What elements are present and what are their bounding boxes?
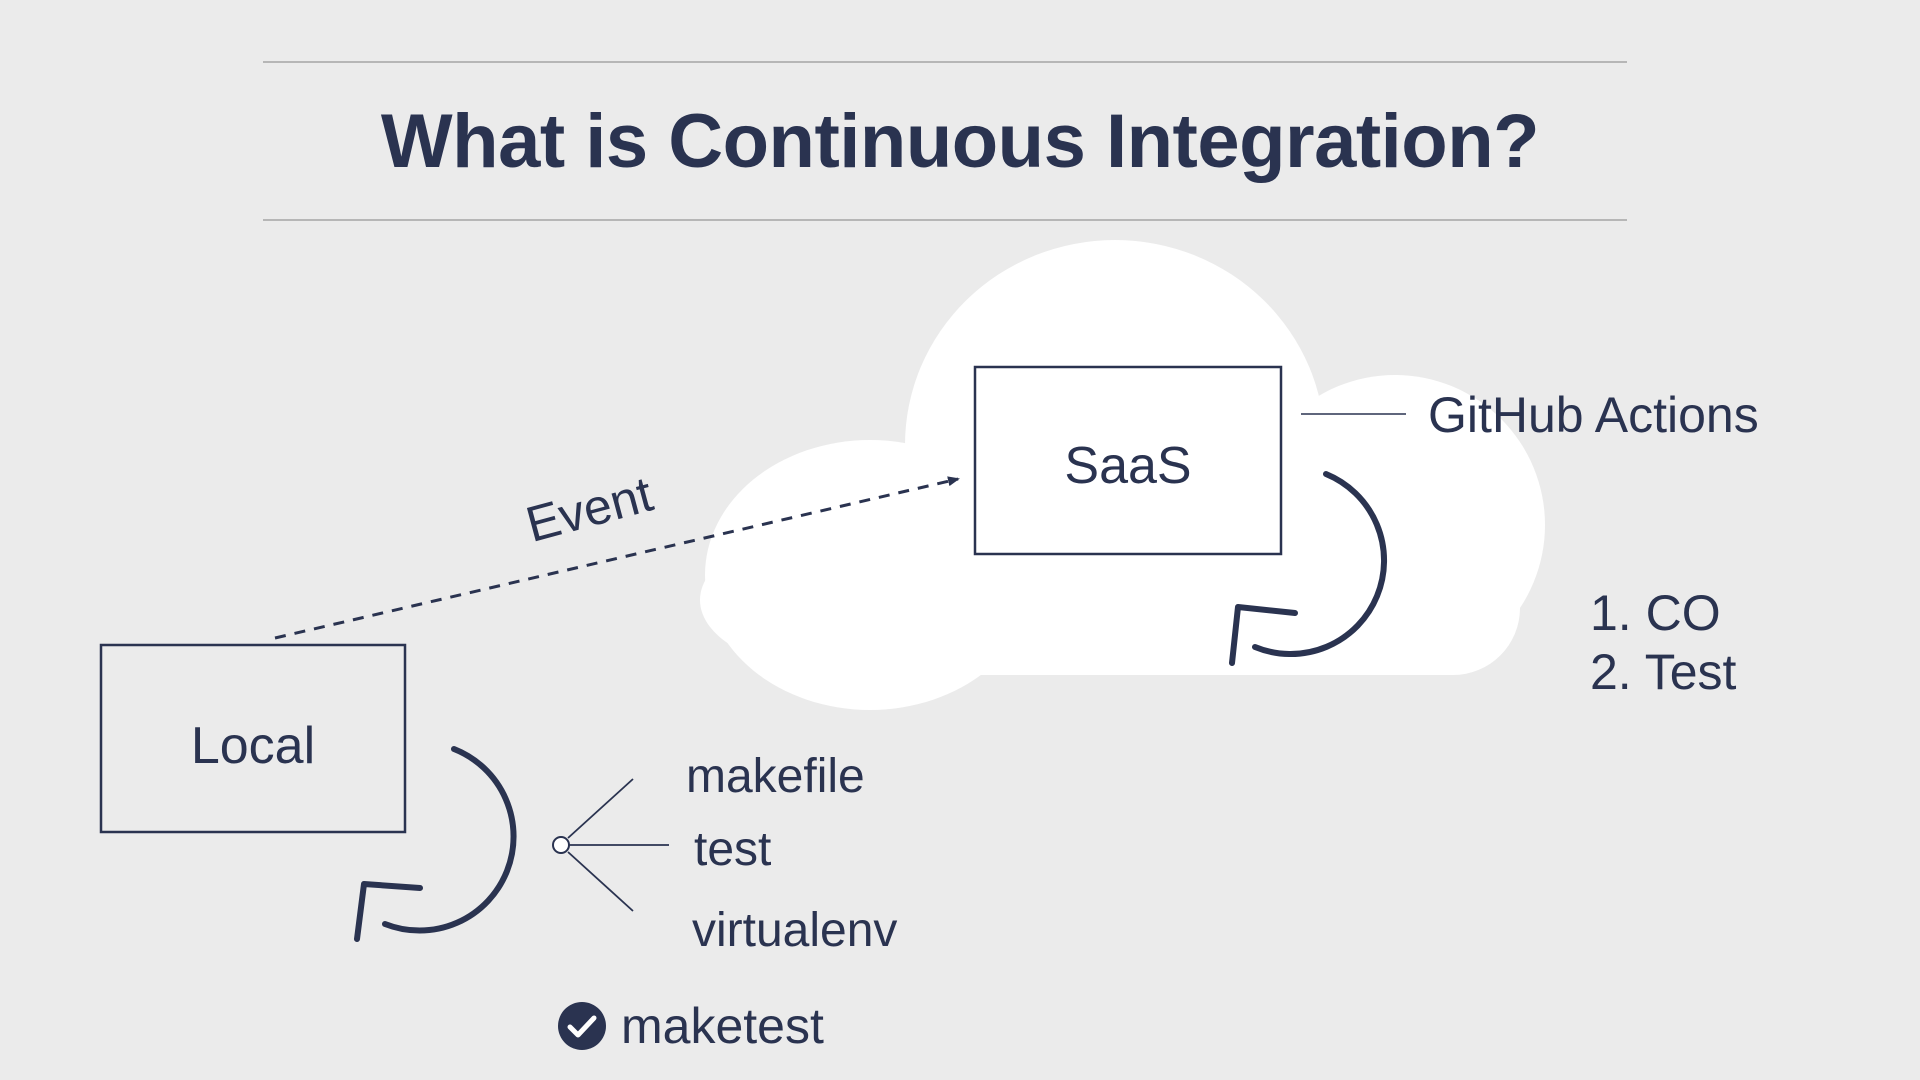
saas-box bbox=[973, 365, 1283, 556]
local-box bbox=[99, 643, 407, 834]
saas-cycle-arrow-icon bbox=[1229, 471, 1387, 666]
slide-title: What is Continuous Integration? bbox=[380, 99, 1540, 184]
tool-test: test bbox=[694, 823, 772, 876]
maketest-item: maketest bbox=[557, 998, 824, 1054]
tool-virtualenv: virtualenv bbox=[692, 904, 898, 957]
event-arrow bbox=[274, 476, 960, 640]
step-item: 2. Test bbox=[1590, 644, 1737, 700]
saas-steps-list: 1. CO 2. Test bbox=[1590, 584, 1736, 702]
tool-makefile: makefile bbox=[686, 750, 865, 803]
github-actions-label: GitHub Actions bbox=[1428, 387, 1759, 443]
local-cycle-arrow-icon bbox=[354, 746, 517, 942]
tools-branch-connector bbox=[552, 778, 669, 912]
local-label: Local bbox=[190, 717, 316, 775]
check-circle-icon bbox=[558, 1002, 606, 1050]
step-item: 1. CO bbox=[1590, 585, 1721, 641]
saas-label: SaaS bbox=[1064, 437, 1192, 495]
maketest-label: maketest bbox=[621, 998, 824, 1054]
title-top-rule bbox=[263, 61, 1627, 63]
title-bottom-rule bbox=[263, 219, 1627, 221]
